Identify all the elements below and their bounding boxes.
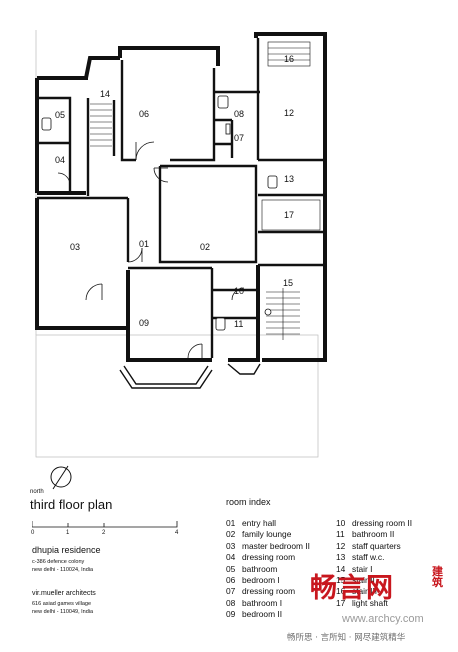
project-address-line: c-386 defence colony — [32, 559, 85, 565]
scale-tick: 2 — [102, 530, 106, 536]
room-index-number: 02 — [226, 529, 236, 540]
room-index-number: 01 — [226, 518, 236, 528]
room-index-number: 06 — [226, 575, 236, 585]
project-name: dhupia residence — [32, 545, 101, 555]
watermark-logo: 畅言网 — [310, 573, 394, 604]
architect-address-line: new delhi - 110049, India — [32, 609, 94, 615]
room-index-number: 13 — [336, 552, 346, 563]
room-index-number: 14 — [336, 563, 346, 574]
room-label: 09 — [139, 318, 149, 328]
room-index-number: 07 — [226, 586, 236, 597]
room-label: 14 — [100, 89, 110, 99]
room-index-name: dressing room — [242, 552, 296, 563]
watermark-url: www.archcy.com — [342, 613, 424, 625]
room-label: 04 — [55, 155, 65, 165]
room-index-name: stair III — [352, 586, 378, 597]
watermark-logo-char: 筑 — [432, 576, 443, 589]
room-label: 01 — [139, 239, 149, 249]
terrace-outline — [35, 334, 319, 458]
stair-14-treads — [90, 103, 112, 147]
light-shaft-outline — [261, 199, 321, 231]
interior-walls — [37, 38, 325, 358]
room-index-number: 04 — [226, 552, 236, 563]
room-index-number: 11 — [336, 529, 345, 540]
watermark-logo-char: 建 — [432, 565, 443, 578]
north-label: north — [30, 489, 44, 495]
room-index-number: 09 — [226, 609, 236, 620]
floor-plan-drawing: 01 02 03 04 05 06 07 08 09 10 11 12 13 1… — [35, 30, 327, 458]
room-index-name: staff quarters — [352, 540, 401, 551]
room-label: 06 — [139, 109, 149, 119]
room-label: 15 — [283, 278, 293, 288]
room-label: 08 — [234, 109, 244, 119]
room-labels: 01 02 03 04 05 06 07 08 09 10 11 12 13 1… — [55, 54, 294, 329]
room-index-name: bathroom I — [242, 597, 283, 608]
room-label: 02 — [200, 242, 210, 252]
room-index-number: 08 — [226, 597, 236, 608]
room-index-name: dressing room II — [352, 518, 413, 528]
room-label: 03 — [70, 242, 80, 252]
room-index-name: bedroom II — [242, 609, 283, 620]
north-arrow-icon — [50, 465, 72, 490]
room-label: 11 — [234, 319, 243, 329]
scale-tick: 0 — [31, 530, 35, 536]
room-index-name: entry hall — [242, 518, 276, 528]
scale-tick: 4 — [175, 530, 179, 536]
room-label: 05 — [55, 110, 65, 120]
room-label: 17 — [284, 210, 294, 220]
stair-16-hatch — [267, 41, 311, 67]
room-label: 12 — [284, 108, 294, 118]
plan-title: third floor plan — [30, 497, 113, 512]
room-index-name: master bedroom II — [242, 540, 310, 551]
room-index-name: stair I — [352, 563, 373, 574]
room-index-title: room index — [226, 497, 271, 507]
room-label: 16 — [284, 54, 294, 64]
room-index-number: 10 — [336, 518, 346, 528]
room-index-name: dressing room — [242, 586, 296, 597]
room-index-name: bathroom II — [352, 529, 395, 540]
room-index-name: light shaft — [352, 597, 388, 608]
room-label: 07 — [234, 133, 244, 143]
room-index-name: bathroom — [242, 563, 278, 574]
bay-windows — [119, 363, 261, 389]
architect-name: vir.mueller architects — [32, 590, 96, 597]
room-index-number: 12 — [336, 540, 346, 551]
room-index-number: 17 — [336, 597, 346, 608]
scale-bar — [32, 521, 178, 528]
room-index-number: 16 — [336, 586, 346, 597]
doors — [57, 141, 245, 359]
project-address-line: new delhi - 110024, India — [32, 567, 94, 573]
room-index-number: 03 — [226, 540, 236, 551]
room-index-name: family lounge — [242, 529, 292, 540]
sanitary-fixtures — [41, 95, 278, 331]
room-label: 13 — [284, 174, 294, 184]
room-index-number: 05 — [226, 563, 236, 574]
watermark-logo-side: 建 筑 — [432, 566, 443, 588]
scale-tick: 1 — [66, 530, 70, 536]
architect-address-line: 616 asiad games village — [32, 601, 92, 607]
room-index-name: bedroom I — [242, 575, 280, 585]
watermark-slogan: 畅所思 · 言所知 · 网尽建筑精华 — [287, 633, 406, 643]
room-label: 10 — [234, 286, 244, 296]
stair-15-treads — [266, 288, 300, 340]
room-index-name: staff w.c. — [352, 552, 385, 563]
room-index-number: 15 — [336, 575, 346, 585]
room-index-name: stair II — [352, 575, 375, 585]
